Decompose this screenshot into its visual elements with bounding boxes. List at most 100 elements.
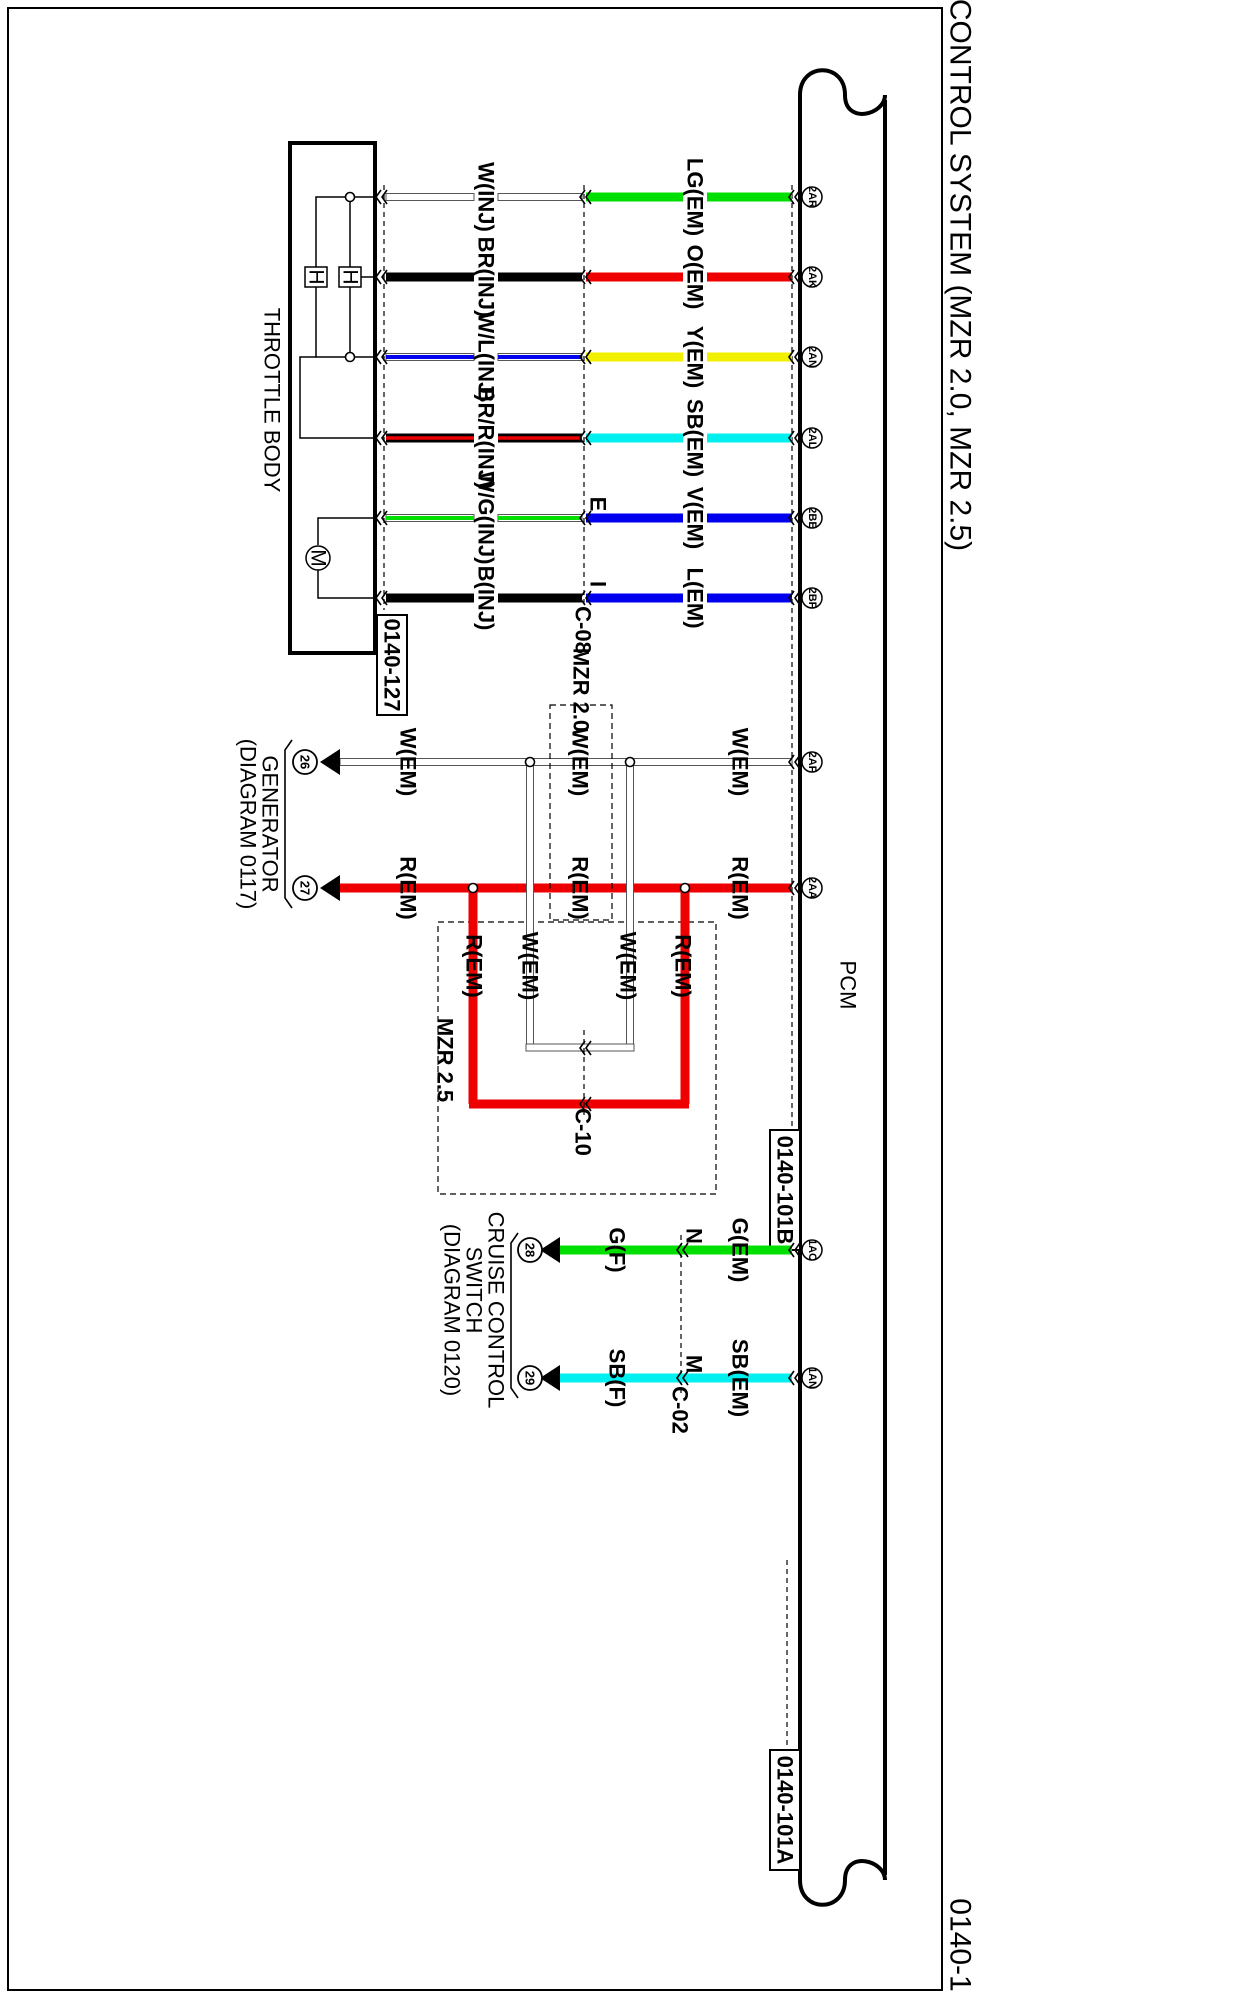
pin-2AK: 2AK <box>806 266 818 288</box>
pin-2AK-ring <box>801 266 823 288</box>
wire-2AN-inj-b-stripe <box>498 355 582 359</box>
throttle-2AL-terminal <box>375 430 388 446</box>
pin-2AL-terminal <box>788 430 801 446</box>
cruise-switch-label-2: SWITCH <box>462 1247 487 1334</box>
pin-2BE-terminal <box>788 510 801 526</box>
pcm-cut-bottom <box>798 1859 887 1907</box>
terminal-28-ring <box>517 1237 543 1263</box>
wire-label-1AN-pcm: SB(EM) <box>728 1339 753 1417</box>
page-number: 0140-1 <box>944 1898 977 1991</box>
motor-label: M <box>307 549 330 567</box>
pin-2AL: 2AL <box>806 428 818 449</box>
c02-pin-1AC: N <box>682 1228 707 1244</box>
pin-2AN-terminal <box>788 349 801 365</box>
connector-0140-101a: 0140-101A <box>773 1756 798 1865</box>
terminal-26: 26 <box>298 755 313 769</box>
c08-2AN-terminal <box>579 349 592 365</box>
cruise-bracket <box>510 1232 519 1399</box>
arrow-27 <box>320 875 340 901</box>
wire-2AN-inj-a-stripe <box>386 355 474 359</box>
cruise-switch-diagram-ref: (DIAGRAM 0120) <box>440 1224 465 1396</box>
terminal-29-ring <box>517 1365 543 1391</box>
connector-0140-127: 0140-127 <box>380 619 405 712</box>
pin-1AC-terminal <box>788 1242 801 1258</box>
throttle-body-box <box>288 141 377 655</box>
wire-label-2AR-inj: W(INJ) <box>474 162 499 232</box>
wire-label-2BF-inj: B(INJ) <box>474 566 499 631</box>
terminal-26-ring <box>292 749 318 775</box>
wire-2af-branch-a <box>626 761 634 1049</box>
wire-label-2AA-pcm: R(EM) <box>728 856 753 920</box>
arrow-28 <box>540 1237 560 1263</box>
wire-label-2aa-branch-b: R(EM) <box>462 934 487 998</box>
node-heater-1 <box>344 191 356 203</box>
wire-2AR-inj-a <box>385 193 475 201</box>
pin-2BE: 2BE <box>806 507 818 528</box>
c08-2AR-terminal <box>579 189 592 205</box>
pin-2BF-terminal <box>788 590 801 606</box>
wire-label-1AN-far: SB(F) <box>605 1349 630 1408</box>
c08-pin-2BF: I <box>586 581 611 587</box>
splice-node-0 <box>624 756 636 768</box>
c08-2AL-terminal <box>579 430 592 446</box>
pin-2AK-terminal <box>788 269 801 285</box>
pin-2BE-ring <box>801 507 823 529</box>
c02-1AC-terminal <box>676 1242 689 1258</box>
wire-label-2AF-pcm: W(EM) <box>728 728 753 796</box>
wire-label-2af-branch-b: W(EM) <box>518 932 543 1000</box>
pin-2AA-terminal <box>788 880 801 896</box>
splice-node-1 <box>524 756 536 768</box>
c02-pin-1AN: M <box>682 1355 707 1373</box>
pin-1AC-ring <box>801 1239 823 1261</box>
splice-node-3 <box>467 882 479 894</box>
wire-label-2AL-pcm: SB(EM) <box>683 399 708 477</box>
wire-2BE-inj-b-stripe <box>498 516 582 520</box>
c08-2AK-terminal <box>579 269 592 285</box>
pin-1AN-ring <box>801 1367 823 1389</box>
pin-2AF: 2AF <box>806 752 818 773</box>
node-heater-2 <box>344 351 356 363</box>
wire-label-2BF-pcm: L(EM) <box>683 567 708 628</box>
throttle-2BE-terminal <box>375 510 388 526</box>
c10-terminal-w <box>579 1040 592 1056</box>
throttle-2AR-terminal <box>375 189 388 205</box>
pin-2AA: 2AA <box>806 877 818 899</box>
wire-label-2AN-pcm: Y(EM) <box>683 326 708 388</box>
wire-label-2AN-inj: W/L(INJ) <box>474 312 499 401</box>
pin-2AR-terminal <box>788 189 801 205</box>
wire-label-2AA-mid: R(EM) <box>568 856 593 920</box>
pin-2AR: 2AR <box>806 186 818 208</box>
mzr20-region <box>549 704 613 921</box>
mzr20-label: MZR 2.0 <box>569 648 594 732</box>
wire-label-2AR-pcm: LG(EM) <box>683 158 708 236</box>
c08-2BE-terminal <box>579 510 592 526</box>
pin-2AR-ring <box>801 186 823 208</box>
throttle-body-label: THROTTLE BODY <box>260 308 285 493</box>
wire-label-2aa-branch-a: R(EM) <box>671 934 696 998</box>
pin-1AC: 1AC <box>806 1239 818 1261</box>
pin-2AA-ring <box>801 877 823 899</box>
generator-label: GENERATOR <box>258 755 283 892</box>
wire-label-2AK-inj: BR(INJ) <box>474 237 499 318</box>
generator-bracket <box>284 739 293 909</box>
wire-2af-branch-b <box>526 761 534 1049</box>
wire-2AR-inj-b <box>497 193 583 201</box>
mzr25-label: MZR 2.5 <box>433 1018 458 1102</box>
arrow-29 <box>540 1365 560 1391</box>
c08-pin-2BE: E <box>586 497 611 512</box>
throttle-2AK-terminal <box>375 269 388 285</box>
wire-label-2AK-pcm: O(EM) <box>683 245 708 310</box>
wire-label-1AC-far: G(F) <box>605 1227 630 1272</box>
page-title: CONTROL SYSTEM (MZR 2.0, MZR 2.5) <box>944 0 977 551</box>
mzr25-region <box>437 921 717 1195</box>
wire-label-2BE-pcm: V(EM) <box>683 487 708 549</box>
throttle-2AN-terminal <box>375 349 388 365</box>
c02-1AN-terminal <box>676 1370 689 1386</box>
pin-2AL-ring <box>801 427 823 449</box>
connector-0140-101b: 0140-101B <box>773 1136 798 1245</box>
pin-2AF-terminal <box>788 754 801 770</box>
heater-return <box>299 356 375 439</box>
pin-2AF-ring <box>801 751 823 773</box>
